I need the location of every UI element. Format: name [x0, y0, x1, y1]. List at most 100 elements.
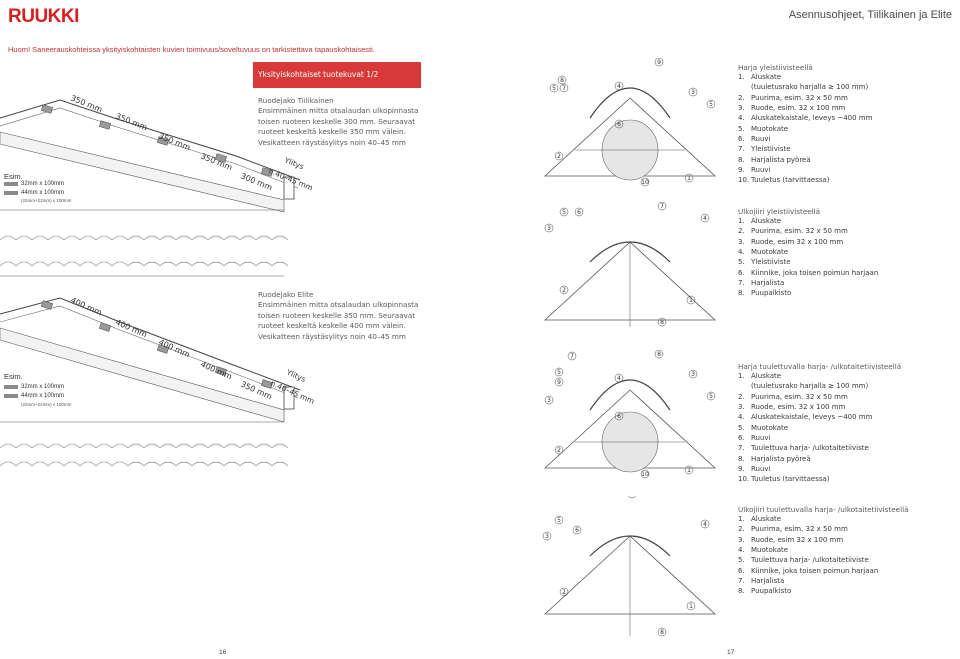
- legend-item-text: Muotokate: [751, 423, 789, 432]
- size-row-2-top: 44mm x 100mm: [4, 190, 64, 196]
- size-1-top: 32mm x 100mm: [21, 181, 65, 187]
- legend-item: 4. Muotokate: [738, 247, 878, 257]
- legend-item-text: Puurima, esim. 32 x 50 mm: [751, 227, 848, 236]
- legend-item: 9. Ruuvi: [738, 464, 901, 474]
- callout-labels: 7 8 5 9 4 6 3 2 10 1 3 5: [544, 350, 716, 479]
- size-1-bottom: 32mm x 100mm: [21, 384, 65, 390]
- legend-item: 1.Aluskate: [738, 72, 872, 82]
- legend-item-text: Tuulettuva harja- /ulkotaitetiiviste: [751, 556, 869, 565]
- legend-item: 1.Aluskate: [738, 514, 908, 524]
- legend-item-text: Ruode, esim 32 x 100 mm: [751, 535, 844, 544]
- ylitys-label: Ylitys: [282, 155, 305, 171]
- legend-item-number: 4.: [738, 114, 745, 123]
- legend-item-text: Ruuvi: [751, 465, 771, 474]
- legend-item-number: 8.: [738, 587, 745, 596]
- legend-item-text: (tuuletusrako harjalla ≥ 100 mm): [751, 83, 869, 92]
- elite-line-3: ruoteet keskeltä keskelle 400 mm välein.: [258, 321, 406, 331]
- insulation-bottom: [0, 461, 289, 467]
- legend-item-text: Tuuletus (tarvittaessa): [751, 475, 830, 484]
- ridge-diagram-1: 8 5 7 9 4 6 2 10 1 3 5: [543, 58, 717, 187]
- callout-2: 2: [562, 589, 566, 596]
- legend-item-number: 7.: [738, 145, 745, 154]
- insulation-bottom: [0, 261, 289, 267]
- legend-item-number: 5.: [738, 124, 745, 133]
- legend-item: 1. Aluskate: [738, 216, 878, 226]
- legend-item-number: 5.: [738, 556, 745, 565]
- tiilikainen-description: Ruodejako Tiilikainen Ensimmäinen mitta …: [258, 96, 433, 148]
- size-3-top: (22mm+22mm) x 100mm: [21, 198, 72, 203]
- insulation-top: [0, 235, 289, 241]
- insulation-top: [0, 443, 289, 449]
- callout-6: 6: [617, 121, 621, 128]
- batten-swatch: [4, 191, 18, 195]
- legend-item-number: 5.: [738, 423, 745, 432]
- tiilikainen-line-4: Vesikatteen räystäsylitys noin 40–45 mm: [258, 137, 406, 147]
- legend-item-text: Aluskate: [751, 217, 782, 225]
- legend-item-number: 10.: [738, 475, 750, 484]
- ridge-cap: [589, 87, 671, 119]
- legend-title: Harja tuulettuvalla harja- /ulkotaitetii…: [738, 362, 902, 371]
- legend-item-number: 8.: [738, 289, 745, 298]
- dim-label-2: 350 mm: [114, 112, 149, 133]
- legend-item-number: 2.: [738, 227, 745, 236]
- legend-item: 8. Puupalkisto: [738, 288, 878, 298]
- legend-item: 6.Kiinnike, joka toisen poimun harjaan: [738, 268, 878, 278]
- legend-item: 6.Ruuvi: [738, 433, 901, 443]
- size-row-1-top: 32mm x 100mm: [4, 181, 64, 187]
- callout-1: 1: [687, 175, 691, 182]
- legend-item-number: 6.: [738, 434, 745, 443]
- legend-item-number: 9.: [738, 465, 745, 474]
- legend-item-number: 1.: [738, 515, 745, 523]
- legend-item-text: Aluskate: [751, 73, 782, 81]
- size-2-top: 44mm x 100mm: [21, 190, 65, 196]
- legend-item: 3.Ruode, esim. 32 x 100 mm: [738, 402, 901, 412]
- legend-item-text: Muotokate: [751, 248, 789, 257]
- legend-item-text: Yleistiiviste: [751, 145, 791, 154]
- tiilikainen-eave-diagram: 350 mm 350 mm 350 mm 350 mm 300 mm Ylity…: [0, 94, 314, 277]
- legend-item: 5. Muotokate: [738, 423, 901, 433]
- legend-item: 2. Puurima, esim. 32 x 50 mm: [738, 226, 878, 236]
- legend-ulkojiiri-tuulettuva: Ulkojiiri tuulettuvalla harja- /ulkotait…: [738, 505, 908, 597]
- legend-item-text: Yleistiiviste: [751, 258, 791, 267]
- callout-5: 5: [557, 369, 561, 376]
- callout-1: 1: [689, 297, 693, 304]
- size-row-1-bottom: 32mm x 100mm: [4, 384, 64, 390]
- legend-item-text: Aluskatekaistale, leveys ~400 mm: [751, 114, 873, 123]
- legend-item-number: 8.: [738, 155, 745, 164]
- legend-item-number: 3.: [738, 104, 745, 113]
- legend-item: 2.Puurima, esim. 32 x 50 mm: [738, 93, 872, 103]
- rafter: [0, 327, 285, 423]
- legend-item-text: Puupalkisto: [751, 289, 792, 298]
- legend-item: 5. Tuulettuva harja- /ulkotaitetiiviste: [738, 555, 908, 565]
- legend-item-text: Ruode, esim 32 x 100 mm: [751, 237, 844, 246]
- callout-7: 7: [630, 496, 634, 498]
- legend-item: 7.Tuulettuva harja- /ulkotaitetiiviste: [738, 443, 901, 453]
- legend-item-number: 1.: [738, 372, 745, 380]
- legend-item-text: Tuulettuva harja- /ulkotaitetiiviste: [751, 444, 869, 453]
- legend-item: 10.Tuuletus (tarvittaessa): [738, 474, 901, 484]
- callout-8: 8: [660, 629, 664, 636]
- legend-item-text: Puupalkisto: [751, 587, 792, 596]
- legend-item: 3. Ruode, esim 32 x 100 mm: [738, 535, 908, 545]
- legend-item-number: 4.: [738, 248, 745, 257]
- legend-item: 6.Kiinnike, joka toisen poimun harjaan: [738, 566, 908, 576]
- callout-5: 5: [557, 517, 561, 524]
- legend-harja-tuulettuva: Harja tuulettuvalla harja- /ulkotaitetii…: [738, 362, 901, 485]
- legend-item-number: 6.: [738, 566, 745, 575]
- legend-item-text: Ruuvi: [751, 166, 771, 175]
- legend-item-text: Ruode, esim. 32 x 100 mm: [751, 403, 846, 412]
- legend-item: 3.Ruode, esim. 32 x 100 mm: [738, 103, 872, 113]
- legend-item-number: 6.: [738, 268, 745, 277]
- callout-6: 6: [575, 527, 579, 534]
- callout-8: 8: [660, 319, 664, 326]
- battens: [41, 300, 273, 389]
- legend-item-text: Muotokate: [751, 124, 789, 133]
- legend-item: (tuuletusrako harjalla ≥ 100 mm): [738, 82, 872, 92]
- callout-9: 9: [557, 379, 561, 386]
- legend-item-number: 3.: [738, 535, 745, 544]
- battens: [41, 104, 273, 177]
- callout-2: 2: [557, 153, 561, 160]
- legend-item-number: 1.: [738, 217, 745, 225]
- legend-item-number: 9.: [738, 166, 745, 175]
